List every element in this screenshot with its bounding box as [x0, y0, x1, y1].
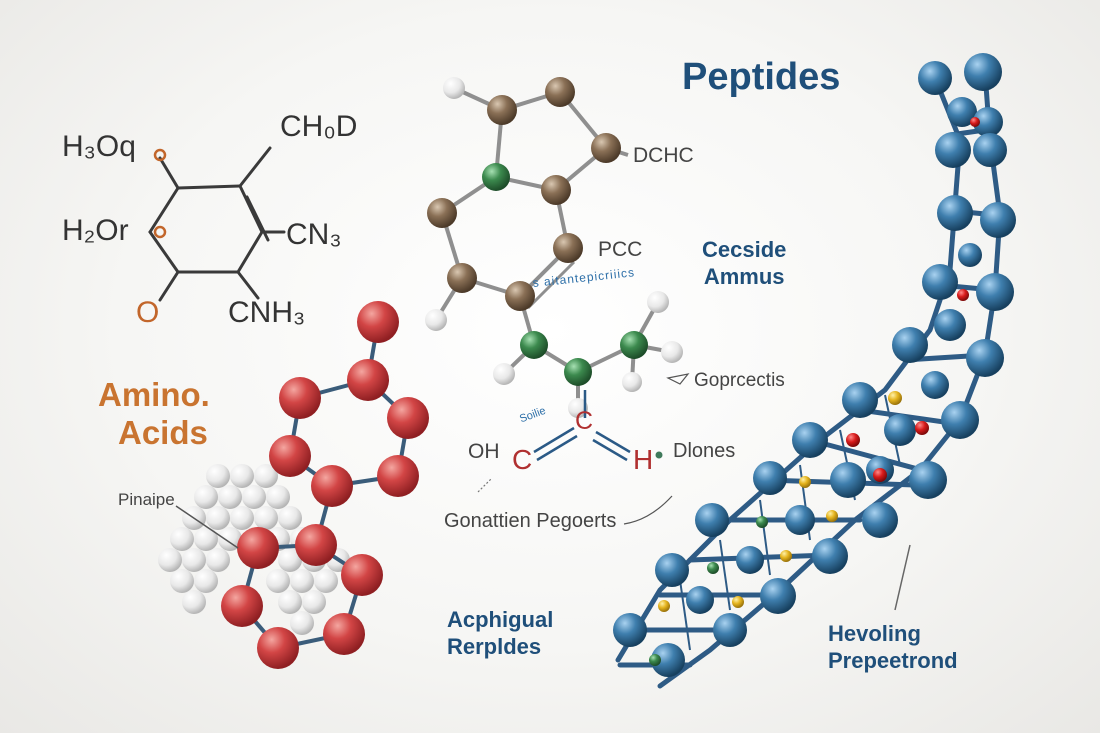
hevoling-pointer: [894, 544, 911, 611]
cecside-line1: Cecside: [702, 237, 787, 262]
amino-line1: Amino.: [98, 376, 210, 413]
cecside-ammus-label: Cecside Ammus: [702, 236, 786, 290]
small-dashed-mark: [477, 477, 493, 493]
hydrogen-label: H: [633, 444, 654, 475]
cecside-line2: Ammus: [703, 264, 785, 289]
center-molecule-atoms: [425, 77, 683, 418]
pcc-label: PCC: [598, 238, 643, 261]
hevol-line2: Prepeetrond: [828, 648, 958, 673]
amino-line2: Acids: [118, 414, 208, 451]
oh-label: OH: [468, 440, 500, 463]
formula-oxygen: O: [136, 296, 160, 329]
carbon-top-label: C: [575, 407, 594, 435]
carbon-left-label: C: [512, 444, 533, 475]
dot-marker: [655, 451, 663, 459]
peptide-blue-atoms: [613, 53, 1016, 677]
page-title: Peptides: [682, 56, 841, 98]
pinaipe-pointer: [175, 505, 239, 549]
formula-cnh3: CNH₃: [228, 296, 306, 329]
formula-ch0d: CH₀D: [280, 110, 358, 143]
acph-line1: Acphigual: [447, 607, 554, 632]
gonattien-label: Gonattien Pegoerts: [444, 510, 617, 532]
skeletal-formula: [148, 146, 286, 302]
red-molecule-atoms: [221, 301, 429, 669]
peptide-accent-atoms: [649, 117, 980, 666]
amino-acids-label: Amino. Acids: [98, 376, 210, 452]
carbon-double-bond: [533, 390, 631, 462]
oxygen-marker: [153, 148, 167, 162]
double-bond-line: [526, 260, 576, 310]
acphigual-label: Acphigual Rerpldes: [447, 606, 553, 660]
pointer-line: [623, 495, 673, 525]
oxygen-marker: [153, 225, 167, 239]
dlones-label: Dlones: [673, 440, 736, 462]
hevol-line1: Hevoling: [828, 621, 921, 646]
dchc-label: DCHC: [633, 144, 694, 167]
hevoling-label: Hevoling Prepeetrond: [828, 620, 958, 674]
formula-h3oq: H₃Oq: [62, 130, 136, 163]
acph-line2: Rerpldes: [447, 634, 542, 659]
goprcectis-label: Goprcectis: [694, 370, 785, 391]
formula-cn3: CN₃: [286, 218, 342, 251]
pinaipe-label: Pinaipe: [118, 490, 175, 509]
formula-h2or: H₂Or: [62, 214, 129, 247]
arrow-icon: [666, 373, 690, 385]
